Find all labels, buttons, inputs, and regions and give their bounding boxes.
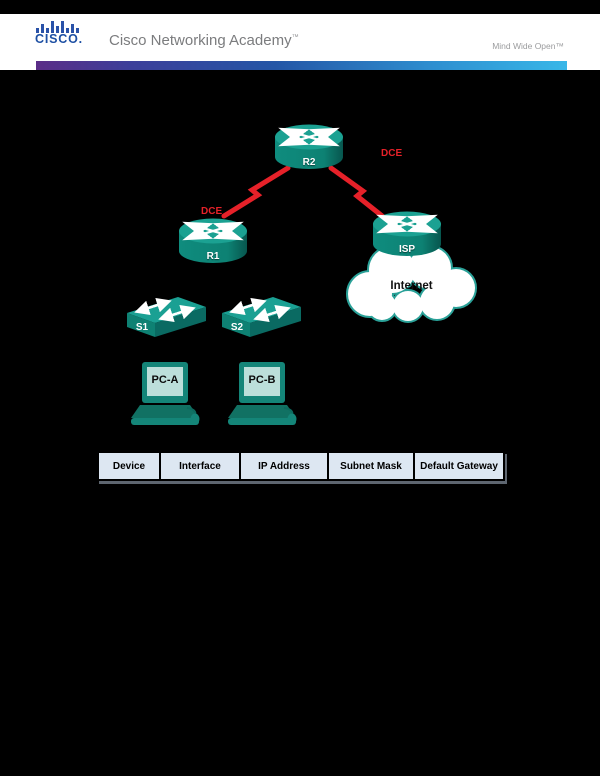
page-header: CISCO. Cisco Networking Academy™ Mind Wi…: [0, 14, 600, 70]
serial-link-r2-isp: [328, 165, 399, 230]
switch-s1: S1: [123, 292, 209, 342]
router-icon: [373, 211, 441, 256]
dce-label-r2: DCE: [381, 148, 403, 159]
router-isp-label: ISP: [398, 244, 416, 255]
academy-title-text: Cisco Networking Academy: [109, 32, 292, 49]
pc-b: PC-B: [227, 361, 299, 427]
router-r1: R1: [177, 217, 249, 267]
pc-a-label: PC-A: [151, 374, 179, 386]
cisco-brand-text: CISCO.: [35, 32, 83, 46]
router-r2: R2: [273, 123, 345, 173]
dce-label-r1: DCE: [201, 206, 223, 217]
table-header-interface: Interface: [161, 453, 239, 479]
serial-link-r1-r2: [221, 165, 291, 219]
switch-icon: [222, 297, 301, 337]
router-r1-label: R1: [206, 251, 220, 262]
laptop-icon: [228, 362, 297, 425]
router-icon: [275, 124, 343, 169]
switch-s2: S2: [218, 292, 304, 342]
tagline-text: Mind Wide Open™: [492, 41, 564, 51]
internet-label: Internet: [390, 280, 433, 292]
trademark-mark: ™: [291, 34, 299, 41]
table-header-device: Device: [99, 453, 159, 479]
router-icon: [179, 218, 247, 263]
router-r2-label: R2: [302, 157, 316, 168]
addressing-table: Device Interface IP Address Subnet Mask …: [97, 451, 505, 481]
table-header-default-gateway: Default Gateway: [415, 453, 503, 479]
cloud-icon: [346, 245, 477, 323]
academy-title: Cisco Networking Academy™: [109, 32, 299, 49]
cisco-logo-icon: [36, 21, 79, 33]
laptop-icon: [131, 362, 200, 425]
internet-cloud: Internet: [340, 242, 483, 326]
topology-links: [221, 165, 399, 230]
header-gradient-bar: [36, 61, 567, 70]
pc-b-label: PC-B: [248, 374, 276, 386]
switch-s1-label: S1: [135, 322, 149, 333]
table-header-subnet-mask: Subnet Mask: [329, 453, 413, 479]
switch-icon: [127, 297, 206, 337]
router-isp: ISP: [371, 210, 443, 260]
pc-a: PC-A: [130, 361, 202, 427]
table-header-ip-address: IP Address: [241, 453, 327, 479]
switch-s2-label: S2: [230, 322, 244, 333]
